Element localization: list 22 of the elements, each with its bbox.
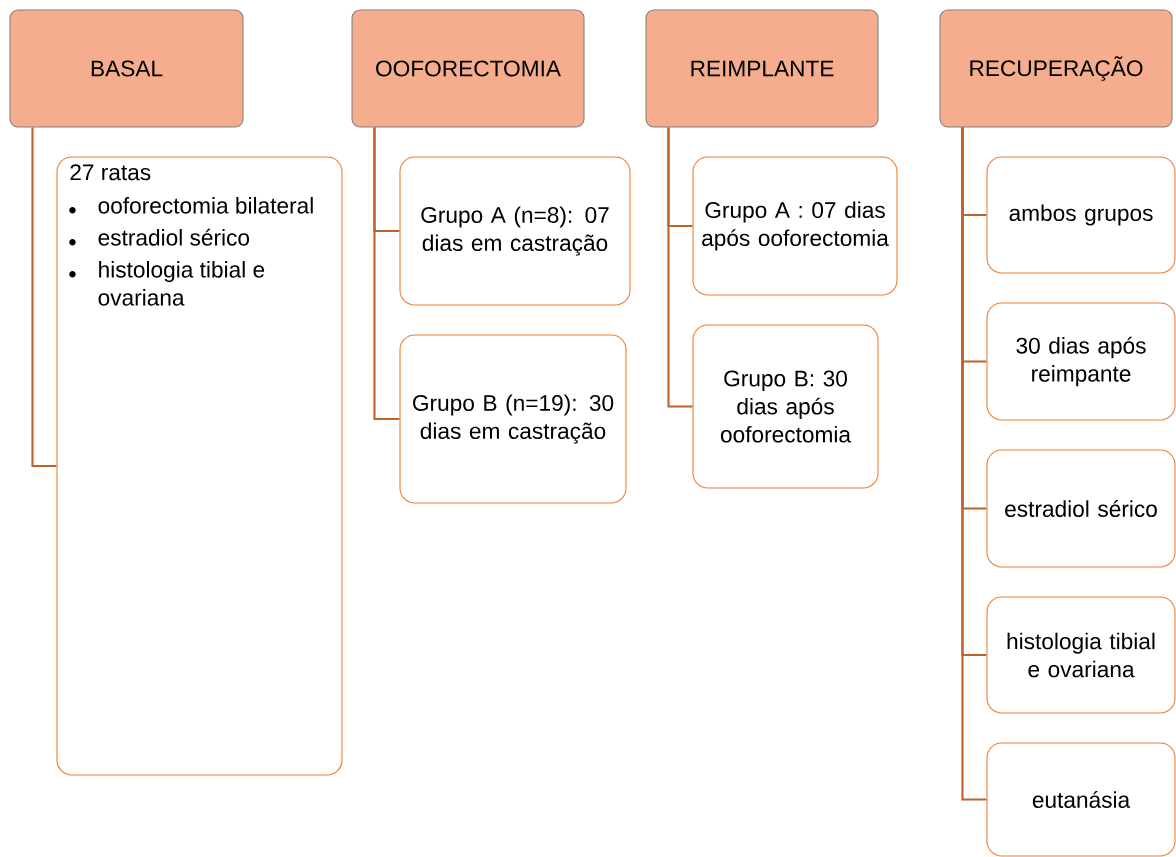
list-item: ooforectomia bilateral [98,197,313,214]
step-box: 30 dias após reimpante [986,302,1176,421]
connector-line [31,127,57,468]
step-box: Grupo A : 07 dias após ooforectomia [692,156,898,296]
step-box: Grupo B: 30 dias após ooforectomia [692,324,879,489]
step-box: Grupo B (n=19): 30 dias em castração [399,334,627,504]
list-item: estradiol sérico [98,228,250,246]
step-box: Grupo A (n=8): 07 dias em castração [399,156,631,306]
step-box: ambos grupos [986,156,1176,274]
header-box: RECUPERAÇÃO [939,9,1173,128]
header-box: REIMPLANTE [645,9,879,128]
header-box: OOFORECTOMIA [351,9,585,128]
list-box [56,156,343,776]
step-box: histologia tibial e ovariana [986,596,1176,714]
connector-line [667,127,693,408]
list-item: histologia tibial e ovariana [98,261,265,306]
step-box: estradiol sérico [986,449,1176,568]
connector-line [373,127,400,421]
connector-line [961,127,987,801]
heading-text: 27 ratas [70,164,151,181]
header-box: BASAL [9,9,244,128]
step-box: eutanásia [986,742,1176,857]
